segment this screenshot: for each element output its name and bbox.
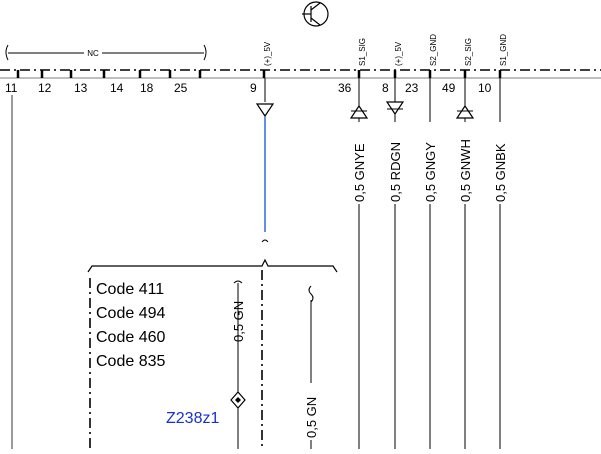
component-ref: Z238z1 (166, 410, 219, 427)
code-item: Code 460 (96, 329, 165, 346)
pin-label: 14 (110, 81, 124, 95)
pin-label: 9 (250, 81, 257, 95)
wire-label: 0,5 RDGN (388, 142, 403, 202)
code-item: Code 835 (96, 353, 165, 370)
transistor-icon (302, 1, 329, 27)
wire-label: 0,5 GNYE (352, 143, 367, 202)
nc-bracket (5, 44, 207, 61)
pin-label: 18 (140, 81, 154, 95)
inner-wire (233, 280, 243, 392)
pin-labels: 11 12 13 14 18 25 9 36 8 23 49 10 (5, 81, 492, 95)
signal-label: S1_GND (499, 34, 508, 66)
signal-label: S2_GND (429, 34, 438, 66)
signal-label: S2_SIG (464, 38, 473, 66)
pin-label: 11 (5, 81, 18, 95)
option-box (87, 258, 338, 449)
pin-label: 23 (405, 81, 419, 95)
code-item: Code 494 (96, 305, 165, 322)
pin-label: 8 (382, 81, 389, 95)
wire-label: 0,5 GN (304, 397, 319, 438)
signal-label: (+)_5V (394, 41, 403, 66)
wire-label: 0,5 GNWH (458, 139, 473, 202)
pin-ticks (16, 70, 502, 78)
wire-label: 0,5 GNGY (423, 142, 438, 202)
pin-label: 12 (38, 81, 52, 95)
pin-label: 49 (442, 81, 456, 95)
nc-label: NC (87, 49, 99, 58)
blue-wire (255, 78, 275, 243)
bottom-wire (308, 285, 314, 449)
wire-label: 0,5 GN (231, 301, 246, 342)
pin-label: 25 (174, 81, 188, 95)
code-item: Code 411 (96, 281, 164, 298)
code-list: Code 411 Code 494 Code 460 Code 835 (96, 281, 165, 370)
wire-labels: 0,5 GNYE 0,5 RDGN 0,5 GNGY 0,5 GNWH 0,5 … (352, 139, 508, 202)
signal-label: (+)_5V (263, 41, 272, 66)
wire-label: 0,5 GNBK (493, 143, 508, 202)
wire-36 (349, 78, 369, 449)
wire-8 (385, 78, 405, 449)
signal-labels: (+)_5V S1_SIG (+)_5V S2_GND S2_SIG S1_GN… (263, 34, 508, 66)
pin-label: 36 (338, 81, 352, 95)
pin-label: 13 (74, 81, 88, 95)
pin-label: 10 (478, 81, 492, 95)
signal-label: S1_SIG (358, 38, 367, 66)
wire-49 (455, 78, 475, 449)
splice-icon (230, 391, 246, 449)
